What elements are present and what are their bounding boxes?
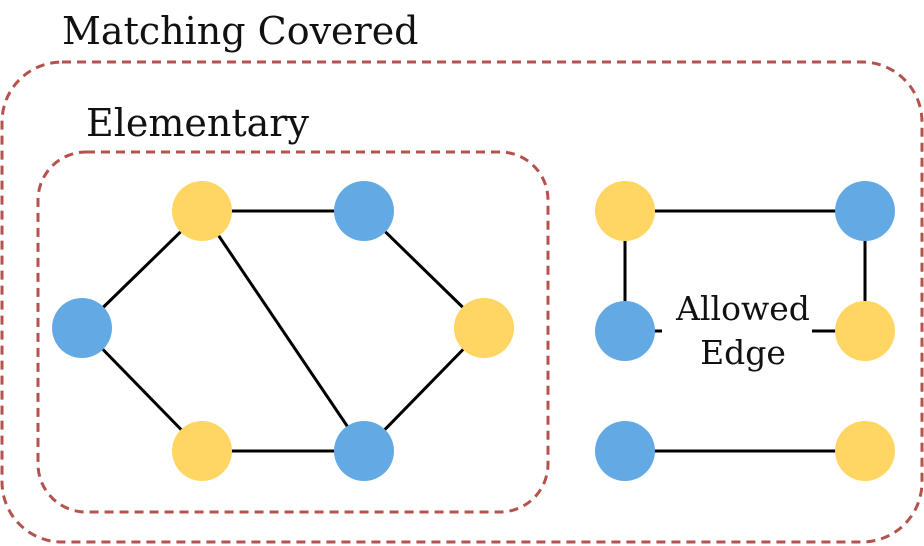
allowed-edge-label-line1: Allowed — [675, 289, 810, 328]
vertex-c-blue — [334, 181, 394, 241]
allowed-edge-label-line2: Edge — [700, 333, 786, 372]
vertex-l-yellow — [835, 421, 895, 481]
vertices-layer — [52, 181, 895, 481]
vertex-h-blue — [835, 181, 895, 241]
vertex-d-yellow — [172, 421, 232, 481]
inner-region-title: Elementary — [86, 101, 309, 145]
vertex-i-blue — [595, 301, 655, 361]
outer-region-title: Matching Covered — [62, 9, 419, 53]
edge-label-background — [662, 290, 812, 370]
vertex-j-yellow — [835, 301, 895, 361]
vertex-f-blue — [334, 421, 394, 481]
inner-region-border — [36, 150, 550, 514]
vertex-e-yellow — [454, 298, 514, 358]
vertex-k-blue — [595, 421, 655, 481]
outer-region-border — [0, 60, 924, 544]
vertex-b-blue — [52, 298, 112, 358]
vertex-g-yellow — [595, 181, 655, 241]
vertex-a-yellow — [172, 181, 232, 241]
edge-a-f — [200, 210, 366, 452]
